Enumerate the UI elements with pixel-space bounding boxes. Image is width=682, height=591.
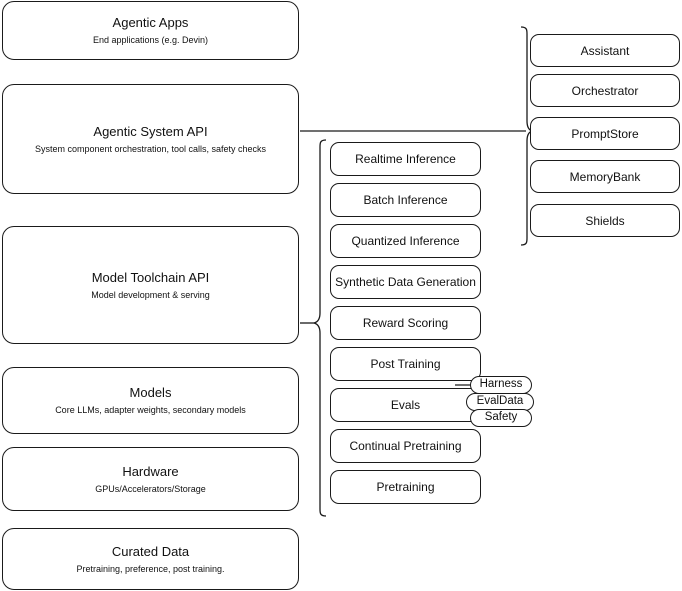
capability-quantized-inference[interactable]: Quantized Inference [330, 224, 481, 258]
layer-subtitle: Core LLMs, adapter weights, secondary mo… [55, 405, 246, 415]
component-promptstore[interactable]: PromptStore [530, 117, 680, 150]
brace-toolchain-capabilities [313, 139, 327, 517]
layer-agentic-apps[interactable]: Agentic Apps End applications (e.g. Devi… [2, 1, 299, 60]
layer-subtitle: Model development & serving [91, 289, 210, 300]
component-assistant[interactable]: Assistant [530, 34, 680, 67]
capability-realtime-inference[interactable]: Realtime Inference [330, 142, 481, 176]
capability-label: Realtime Inference [355, 152, 456, 166]
capability-label: Evals [390, 398, 421, 412]
layer-title: Curated Data [111, 543, 190, 559]
layer-agentic-system-api[interactable]: Agentic System API System component orch… [2, 84, 299, 194]
capability-post-training[interactable]: Post Training [330, 347, 481, 381]
capability-pretraining[interactable]: Pretraining [330, 470, 481, 504]
layer-title: Model Toolchain API [91, 269, 210, 285]
component-label: Shields [585, 213, 625, 228]
capability-label: Pretraining [376, 480, 435, 494]
capability-label: Batch Inference [363, 193, 448, 207]
layer-subtitle: Pretraining, preference, post training. [76, 563, 225, 574]
component-label: Assistant [580, 43, 630, 58]
layer-title: Agentic Apps [112, 15, 189, 30]
capability-synthetic-data-generation[interactable]: Synthetic Data Generation [330, 265, 481, 299]
layer-hardware[interactable]: Hardware GPUs/Accelerators/Storage [2, 447, 299, 511]
capability-label: Post Training [370, 357, 441, 371]
layer-title: Hardware [122, 463, 179, 479]
layer-curated-data[interactable]: Curated Data Pretraining, preference, po… [2, 528, 299, 590]
capability-label: Reward Scoring [362, 316, 449, 330]
component-orchestrator[interactable]: Orchestrator [530, 74, 680, 107]
layer-subtitle: GPUs/Accelerators/Storage [95, 483, 206, 494]
component-label: Orchestrator [571, 83, 639, 98]
layer-model-toolchain-api[interactable]: Model Toolchain API Model development & … [2, 226, 299, 344]
capability-label: Synthetic Data Generation [335, 275, 476, 289]
capability-label: Quantized Inference [351, 234, 460, 248]
evals-tag-harness[interactable]: Harness [470, 376, 532, 394]
component-label: MemoryBank [569, 169, 641, 184]
component-label: PromptStore [571, 126, 639, 141]
capability-reward-scoring[interactable]: Reward Scoring [330, 306, 481, 340]
capability-label: Continual Pretraining [349, 439, 462, 453]
layer-title: Models [129, 385, 172, 400]
layer-subtitle: End applications (e.g. Devin) [92, 35, 209, 45]
capability-continual-pretraining[interactable]: Continual Pretraining [330, 429, 481, 463]
evals-tag-safety[interactable]: Safety [470, 409, 532, 427]
capability-batch-inference[interactable]: Batch Inference [330, 183, 481, 217]
layer-models[interactable]: Models Core LLMs, adapter weights, secon… [2, 367, 299, 434]
capability-evals[interactable]: Evals [330, 388, 481, 422]
layer-title: Agentic System API [93, 123, 208, 139]
component-shields[interactable]: Shields [530, 204, 680, 237]
layer-subtitle: System component orchestration, tool cal… [34, 143, 267, 154]
component-memorybank[interactable]: MemoryBank [530, 160, 680, 193]
